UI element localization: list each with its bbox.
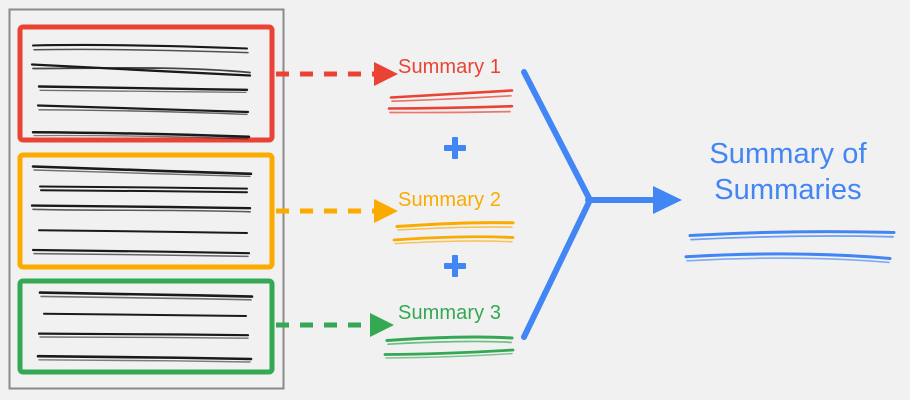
dashed-arrow-red — [276, 62, 398, 86]
dashed-arrow-orange — [276, 199, 398, 223]
summary-3-label: Summary 3 — [398, 303, 501, 323]
final-output-line-1: Summary of — [682, 136, 894, 172]
summary-2-squiggles — [394, 223, 513, 244]
plus-sign-1 — [444, 137, 466, 159]
dashed-arrow-green — [276, 313, 394, 337]
merge-connector — [524, 72, 655, 337]
final-output-line-2: Summaries — [682, 172, 894, 208]
summary-3-squiggles — [385, 337, 513, 358]
chunk-red-text-lines — [32, 45, 250, 139]
final-output-squiggles — [686, 232, 894, 263]
summary-1-label: Summary 1 — [398, 57, 501, 77]
chunk-green-text-lines — [38, 293, 252, 362]
chunk-box-red[interactable] — [20, 27, 272, 140]
summary-2-label: Summary 2 — [398, 190, 501, 210]
final-output-label: Summary of Summaries — [682, 136, 894, 208]
plus-sign-2 — [444, 255, 466, 277]
chunk-orange-text-lines — [32, 167, 251, 257]
merge-arrowhead-icon — [653, 186, 682, 214]
summary-1-squiggles — [389, 91, 512, 113]
